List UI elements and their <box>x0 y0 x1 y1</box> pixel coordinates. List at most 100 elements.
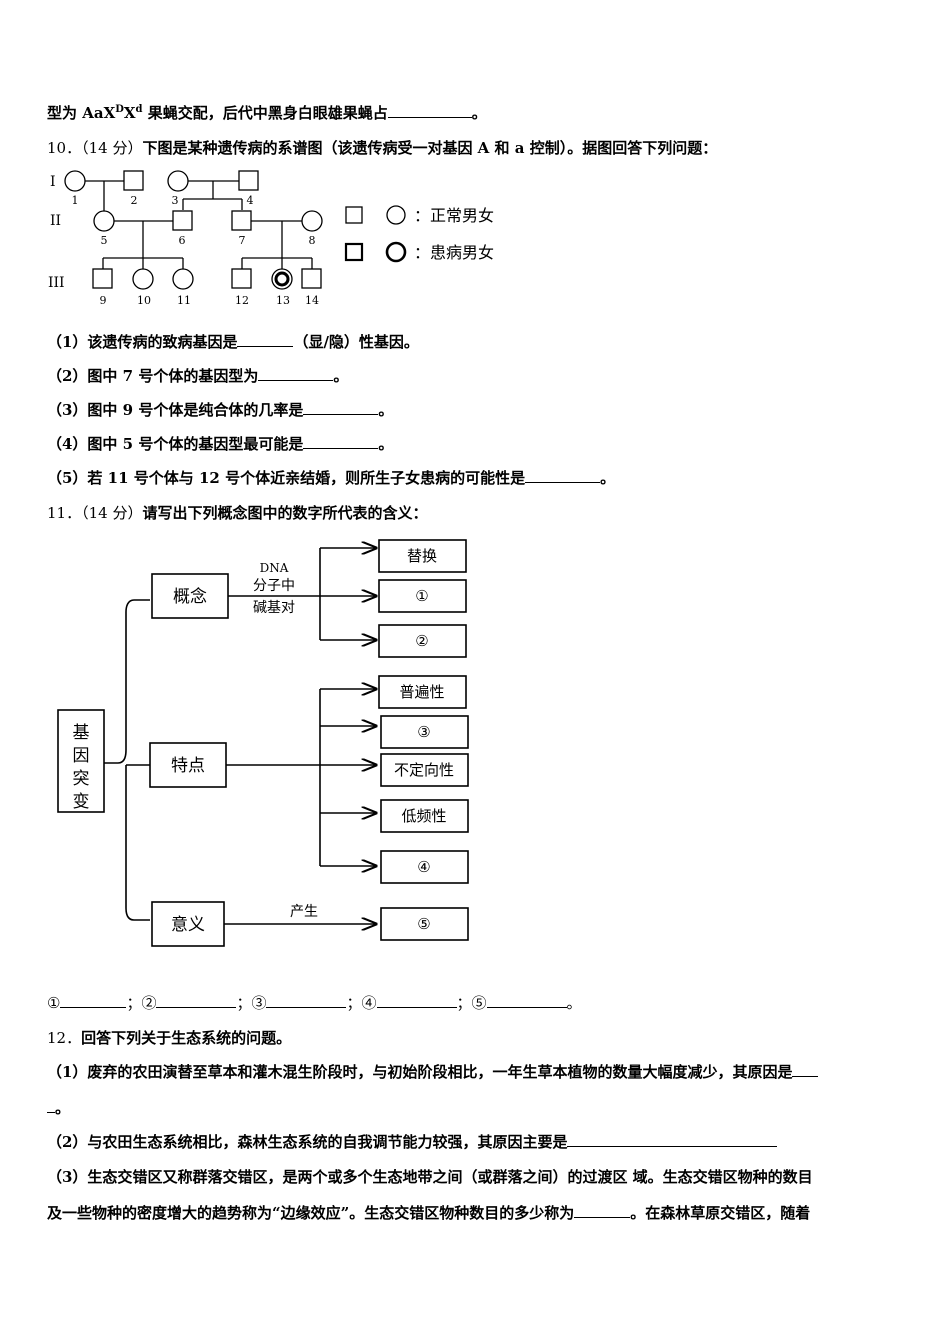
q-text: （1）该遗传病的致病基因是 <box>47 333 238 351</box>
q12-sub3-line2: 及一些物种的密度增大的趋势称为“边缘效应”。生态交错区物种数目的多少称为 。在森林… <box>47 1202 810 1223</box>
legend-normal-female-icon <box>386 205 406 225</box>
concept-arrow-label: DNA <box>260 561 289 575</box>
individual-10 <box>132 268 154 290</box>
legend-affected-female-icon <box>385 241 407 263</box>
q10-sub2: （2）图中 7 号个体的基因型为 。 <box>47 365 348 386</box>
individual-6 <box>172 210 193 231</box>
question-stem: 回答下列关于生态系统的问题。 <box>81 1029 292 1047</box>
q-text-end: 。 <box>55 1099 71 1117</box>
answer-blank[interactable] <box>792 1062 819 1077</box>
id-label: 13 <box>276 294 290 307</box>
question-stem: 请写出下列概念图中的数字所代表的含义： <box>142 504 428 522</box>
individual-1 <box>64 170 86 192</box>
question-number: 11．（14 分） <box>47 504 143 522</box>
q12-sub1-cont: 。 <box>47 1097 70 1118</box>
answer-blank[interactable] <box>47 1098 55 1113</box>
id-label: 14 <box>305 294 319 307</box>
answer-label: ；② <box>126 994 157 1012</box>
concept-arrow-label: 分子中 <box>253 578 295 594</box>
q-text-end: 。 <box>600 469 616 487</box>
q12-sub1: （1）废弃的农田演替至草本和灌木混生阶段时，与初始阶段相比，一年生草本植物的数量… <box>47 1061 819 1082</box>
root-char: 基 <box>73 723 90 743</box>
q9-text: 型为 AaX <box>47 104 116 122</box>
id-label: 9 <box>100 294 107 307</box>
feature-label: 特点 <box>171 756 205 776</box>
answer-blank[interactable] <box>574 1203 631 1218</box>
answer-blank[interactable] <box>156 993 237 1008</box>
id-label: 10 <box>137 294 151 307</box>
id-label: 3 <box>172 194 179 207</box>
feature-item: ④ <box>417 858 430 876</box>
feature-item-box <box>380 850 469 884</box>
feature-item: 不定向性 <box>394 761 454 779</box>
bracket-connector <box>104 599 150 921</box>
q-text: （5）若 11 号个体与 12 号个体近亲结婚，则所生子女患病的可能性是 <box>47 469 526 487</box>
legend-normal-label: ：正常男女 <box>414 206 494 225</box>
answer-blank[interactable] <box>60 993 127 1008</box>
q-text-end: 。 <box>333 367 349 385</box>
root-box <box>57 709 105 813</box>
concept-item: ① <box>415 587 428 605</box>
id-label: 4 <box>247 194 254 207</box>
q9-text-mid: X <box>123 104 136 122</box>
q10-sub5: （5）若 11 号个体与 12 号个体近亲结婚，则所生子女患病的可能性是 。 <box>47 467 615 488</box>
q9-text-suffix: 果蝇交配，后代中黑身白眼雄果蝇占 <box>142 104 388 122</box>
q10-stem-line: 10．（14 分）下图是某种遗传病的系谱图（该遗传病受一对基因 A 和 a 控制… <box>47 137 717 158</box>
legend-affected-label: ：患病男女 <box>414 243 494 262</box>
feature-item-box <box>380 799 469 833</box>
meaning-arrow-label: 产生 <box>290 904 318 920</box>
concept-item-box <box>378 579 467 613</box>
answer-blank[interactable] <box>237 332 294 347</box>
q-text: （1）废弃的农田演替至草本和灌木混生阶段时，与初始阶段相比，一年生草本植物的数量… <box>47 1063 793 1081</box>
q11-answers-line: ①；②；③；④；⑤。 <box>47 992 582 1013</box>
answer-blank[interactable] <box>266 993 347 1008</box>
answer-blank[interactable] <box>567 1132 778 1147</box>
q9-tail-line: 型为 AaXDXd 果蝇交配，后代中黑身白眼雄果蝇占。 <box>47 102 487 123</box>
root-char: 突 <box>73 769 90 789</box>
answer-blank[interactable] <box>258 366 334 381</box>
q12-sub3-line1: （3）生态交错区又称群落交错区，是两个或多个生态地带之间（或群落之间）的过渡区 … <box>47 1166 813 1187</box>
question-stem: 下图是某种遗传病的系谱图（该遗传病受一对基因 A 和 a 控制）。据图回答下列问… <box>142 139 718 157</box>
q-text: 及一些物种的密度增大的趋势称为“边缘效应”。生态交错区物种数目的多少称为 <box>47 1204 575 1222</box>
individual-14 <box>301 268 322 289</box>
individual-9 <box>92 268 113 289</box>
meaning-item: ⑤ <box>417 915 430 933</box>
q-text-end: 。 <box>378 435 394 453</box>
q-text: （3）图中 9 号个体是纯合体的几率是 <box>47 401 304 419</box>
answer-blank[interactable] <box>303 400 379 415</box>
concept-item-box <box>378 624 467 658</box>
individual-13-affected-mark <box>274 271 290 287</box>
concept-label: 概念 <box>173 586 207 607</box>
answer-end: 。 <box>566 994 582 1012</box>
individual-2 <box>123 170 144 191</box>
concept-map: 基 因 突 变 概念 特点 意义 DNA 分子中 碱基对 产生 替换 ① ② 普… <box>57 539 469 947</box>
question-number: 12． <box>47 1029 82 1047</box>
feature-item: ③ <box>417 723 430 741</box>
answer-blank[interactable] <box>486 993 567 1008</box>
id-label: 5 <box>101 234 108 247</box>
concept-item: ② <box>415 632 428 650</box>
answer-blank[interactable] <box>303 434 379 449</box>
pedigree-chart: I II III 1 2 3 4 5 6 7 8 9 10 11 12 13 1… <box>48 170 494 307</box>
feature-item: 低频性 <box>401 807 446 825</box>
answer-label: ① <box>47 994 61 1012</box>
q-text: （2）与农田生态系统相比，森林生态系统的自我调节能力较强，其原因主要是 <box>47 1133 568 1151</box>
question-number: 10．（14 分） <box>47 139 143 157</box>
q-text-end: 。在森林草原交错区，随着 <box>630 1204 811 1222</box>
q-text: （2）图中 7 号个体的基因型为 <box>47 367 259 385</box>
answer-label: ；⑤ <box>456 994 487 1012</box>
q10-sub3: （3）图中 9 号个体是纯合体的几率是。 <box>47 399 393 420</box>
id-label: 6 <box>179 234 186 247</box>
answer-blank[interactable] <box>376 993 457 1008</box>
concept-item: 替换 <box>407 547 437 565</box>
q11-stem-line: 11．（14 分）请写出下列概念图中的数字所代表的含义： <box>47 502 427 523</box>
q9-sup2: d <box>135 104 143 115</box>
answer-blank[interactable] <box>387 103 472 118</box>
feature-item-box <box>378 675 467 709</box>
q10-sub4: （4）图中 5 号个体的基因型最可能是。 <box>47 433 393 454</box>
meaning-label: 意义 <box>171 915 205 935</box>
id-label: 2 <box>131 194 138 207</box>
meaning-item-box <box>380 907 469 941</box>
answer-blank[interactable] <box>525 468 601 483</box>
answer-label: ；③ <box>236 994 267 1012</box>
